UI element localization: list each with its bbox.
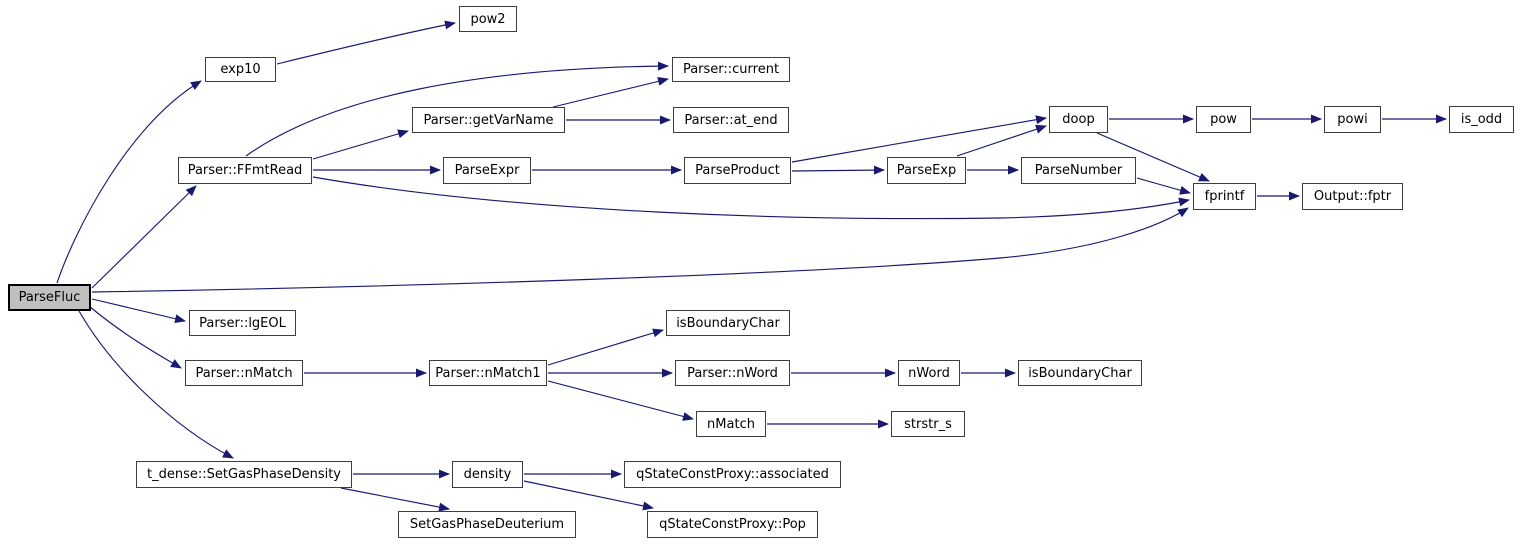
node-nwordp[interactable]: Parser::nWord (675, 360, 790, 386)
edge-density-qpop (523, 480, 654, 511)
edge-nmatch1-isboundary1 (547, 328, 664, 366)
node-label: ParseNumber (1034, 163, 1123, 178)
node-density[interactable]: density (452, 461, 523, 488)
edge-ffmtread-getvarname (312, 129, 409, 160)
node-label: t_dense::SetGasPhaseDensity (146, 467, 342, 482)
edge-ffmtread-fprintf (312, 176, 1190, 220)
node-ffmtread[interactable]: Parser::FFmtRead (178, 157, 312, 184)
node-label: fprintf (1204, 189, 1245, 204)
node-label: pow2 (470, 11, 506, 27)
node-parsenumber[interactable]: ParseNumber (1021, 157, 1136, 184)
node-label: nMatch (707, 416, 755, 432)
node-exp10[interactable]: exp10 (205, 57, 276, 82)
node-isboundary1[interactable]: isBoundaryChar (666, 310, 790, 336)
node-label: Output::fptr (1313, 189, 1392, 204)
node-label: powi (1337, 112, 1368, 127)
edge-getvarname-current (552, 76, 669, 108)
node-isboundary2[interactable]: isBoundaryChar (1018, 360, 1142, 386)
node-qassoc[interactable]: qStateConstProxy::associated (624, 461, 841, 488)
node-nword[interactable]: nWord (898, 360, 960, 386)
node-label: Parser::FFmtRead (187, 163, 303, 178)
node-isodd[interactable]: is_odd (1449, 106, 1514, 133)
node-label: Parser::nMatch (195, 365, 293, 381)
node-label: Parser::nWord (687, 365, 778, 381)
node-pow[interactable]: pow (1196, 106, 1251, 133)
node-parseexp[interactable]: ParseExp (887, 157, 966, 184)
node-label: Parser::lgEOL (199, 315, 286, 331)
edge-parseexp-doop (956, 124, 1047, 157)
node-label: qStateConstProxy::Pop (659, 517, 806, 532)
node-label: Parser::at_end (684, 112, 778, 128)
edge-doop-fprintf (1096, 132, 1210, 182)
node-label: ParseExpr (454, 163, 520, 178)
edge-nmatch1-nmatch (547, 380, 694, 421)
edge-exp10-pow2 (276, 20, 456, 65)
node-nmatchp[interactable]: Parser::nMatch (185, 360, 303, 386)
node-powi[interactable]: powi (1324, 106, 1381, 133)
node-pow2[interactable]: pow2 (459, 6, 517, 32)
node-label: ParseExp (896, 163, 957, 178)
edge-setgas-setgasdeut (340, 487, 450, 512)
node-nmatch1[interactable]: Parser::nMatch1 (429, 360, 547, 386)
node-label: doop (1062, 112, 1095, 127)
node-lgeol[interactable]: Parser::lgEOL (189, 310, 296, 336)
node-label: ParseProduct (695, 163, 780, 178)
node-parseexpr[interactable]: ParseExpr (443, 157, 531, 184)
node-setgasdeut[interactable]: SetGasPhaseDeuterium (398, 511, 576, 538)
node-label: exp10 (220, 62, 261, 77)
node-label: SetGasPhaseDeuterium (409, 517, 565, 532)
node-fprintf[interactable]: fprintf (1193, 183, 1256, 210)
node-label: ParseFluc (18, 290, 81, 305)
node-parsefluc: ParseFluc (8, 284, 91, 311)
node-doop[interactable]: doop (1049, 106, 1108, 133)
node-label: pow (1210, 112, 1237, 127)
node-label: is_odd (1460, 112, 1503, 127)
node-label: density (463, 467, 512, 482)
edge-parsefluc-nmatchp (88, 305, 182, 369)
node-current[interactable]: Parser::current (672, 57, 790, 82)
node-label: Parser::current (682, 62, 780, 77)
edge-ffmtread-current (245, 61, 669, 157)
node-qpop[interactable]: qStateConstProxy::Pop (647, 511, 818, 538)
node-outputfptr[interactable]: Output::fptr (1302, 183, 1403, 210)
node-label: nWord (908, 365, 950, 381)
node-atend[interactable]: Parser::at_end (673, 107, 789, 133)
node-getvarname[interactable]: Parser::getVarName (412, 107, 565, 133)
node-label: isBoundaryChar (1028, 365, 1132, 381)
node-label: isBoundaryChar (676, 315, 780, 331)
node-label: Parser::nMatch1 (435, 365, 541, 381)
node-nmatch[interactable]: nMatch (696, 411, 766, 437)
node-strstr[interactable]: strstr_s (891, 411, 965, 437)
edge-parsefluc-fprintf (91, 207, 1189, 293)
edge-parsenumber-fprintf (1136, 177, 1191, 195)
edge-parseproduct-doop (791, 115, 1047, 163)
node-setgas[interactable]: t_dense::SetGasPhaseDensity (136, 461, 352, 488)
node-label: strstr_s (904, 416, 952, 432)
edge-parsefluc-lgeol (91, 298, 186, 324)
node-parseproduct[interactable]: ParseProduct (684, 157, 791, 184)
node-label: Parser::getVarName (423, 112, 554, 128)
node-label: qStateConstProxy::associated (636, 467, 829, 482)
edge-parseproduct-parseexp (791, 165, 885, 175)
edge-parsefluc-exp10 (56, 80, 202, 284)
edge-parsefluc-setgas (78, 310, 234, 459)
edge-parsefluc-ffmtread (91, 185, 197, 289)
